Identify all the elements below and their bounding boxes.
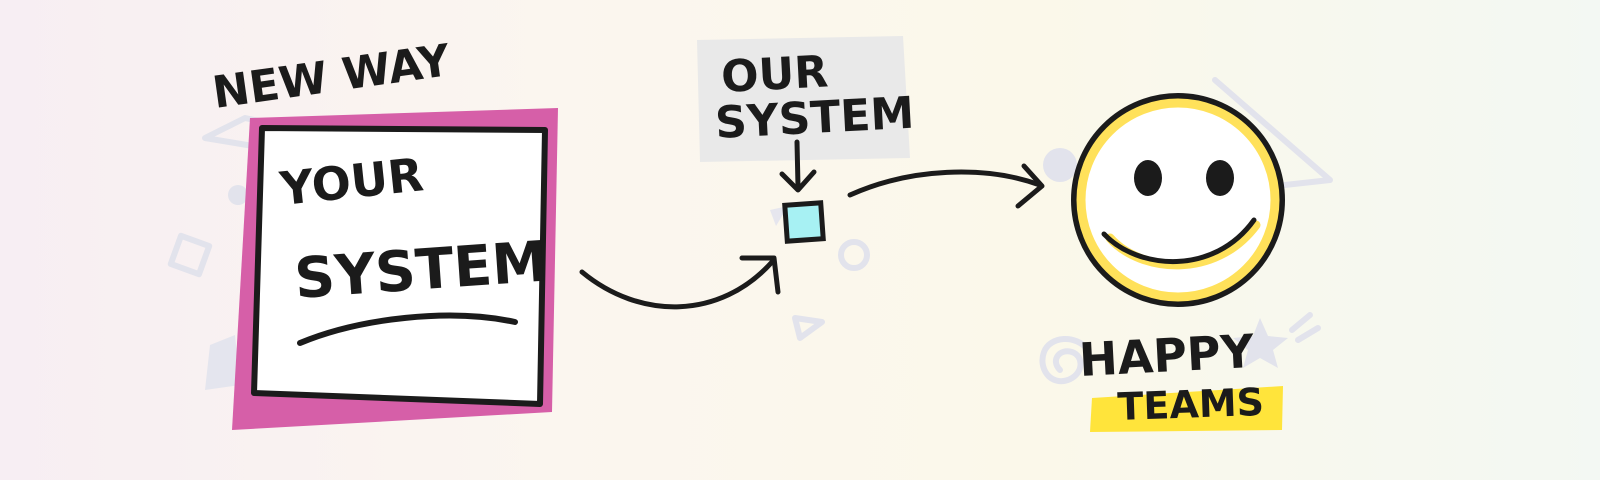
- circle-icon: [228, 185, 248, 205]
- circle-icon: [838, 239, 870, 271]
- diamond-icon: [167, 232, 213, 278]
- smiley-mouth: [1101, 217, 1257, 264]
- arrow-down-icon: [779, 139, 817, 193]
- our-system-node: [782, 200, 826, 244]
- star-icon: [1233, 318, 1288, 368]
- happy-teams-label: HAPPY TEAMS: [1078, 324, 1283, 432]
- triangle-icon: [792, 315, 825, 341]
- arrow-right-icon: [847, 163, 1045, 209]
- our-system-line2: SYSTEM: [714, 88, 916, 149]
- happy-line1: HAPPY: [1078, 324, 1256, 387]
- our-system-label-backing: [697, 36, 910, 162]
- smiley-face-icon: [1071, 93, 1285, 307]
- sparkle-lines: [1289, 312, 1321, 343]
- new-way-label: NEW WAY: [209, 35, 454, 119]
- underline-stroke: [297, 312, 518, 346]
- smiley-left-eye: [1134, 160, 1162, 196]
- background-decorations: [167, 77, 1333, 390]
- spiral-icon: [1039, 336, 1091, 385]
- happy-line2: TEAMS: [1117, 380, 1265, 429]
- smiley-right-eye: [1206, 160, 1234, 196]
- your-system-frame: YOUR SYSTEM: [232, 108, 558, 430]
- circle-icon: [1043, 148, 1077, 182]
- our-system-label: OUR SYSTEM: [697, 36, 915, 162]
- decor-shard: [205, 335, 240, 390]
- arrow-right-icon: [579, 255, 781, 310]
- teams-highlight: [1090, 386, 1283, 432]
- our-system-line1: OUR: [720, 46, 830, 103]
